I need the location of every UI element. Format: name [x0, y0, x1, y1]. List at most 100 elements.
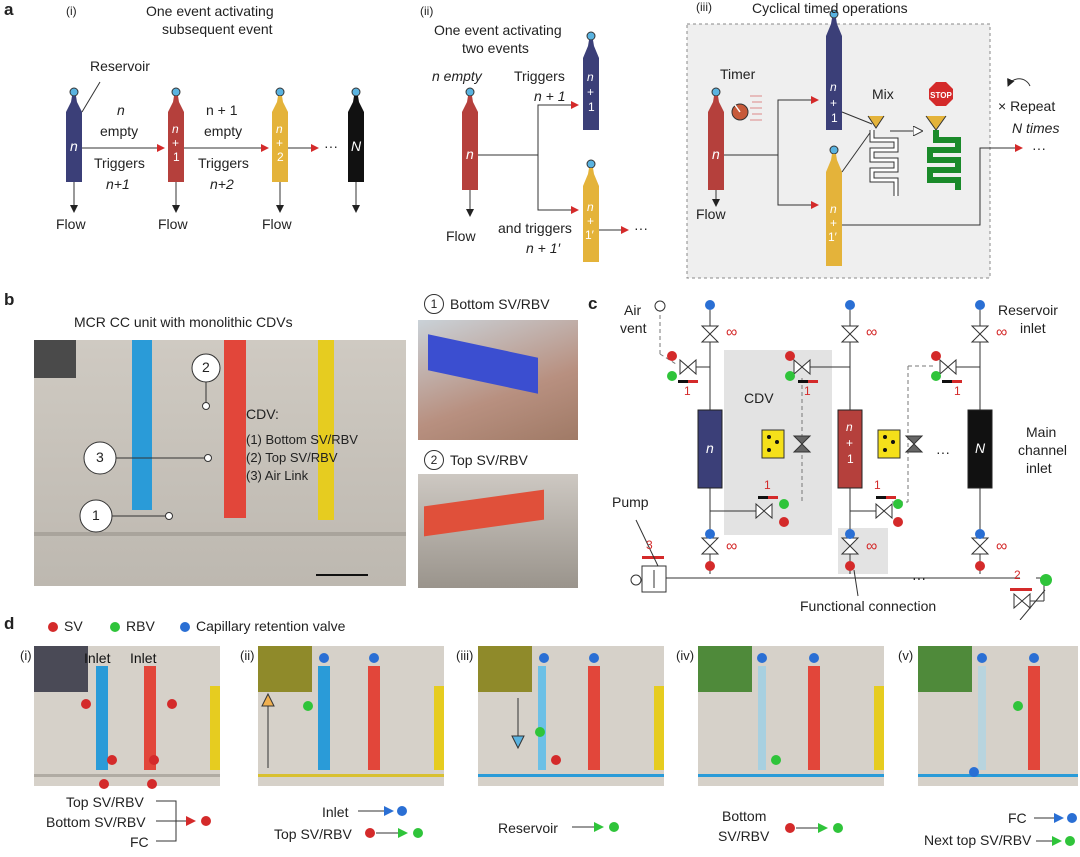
a-iii-mix: Mix: [872, 86, 894, 102]
d-cap-i-2: FC: [130, 834, 149, 850]
a-ii-trig: Triggers: [514, 68, 565, 84]
a-ii-n1-plus: +: [587, 85, 595, 99]
a-i-title1: One event activating: [146, 3, 274, 19]
c-N: N: [975, 440, 986, 456]
d-frame-iv: [698, 646, 884, 786]
a-i-n: n: [70, 138, 78, 154]
c-inf-3: ∞: [996, 324, 1008, 341]
crv-legend-dot: [180, 622, 190, 632]
b-inset2-num: 2: [424, 450, 444, 470]
a-iii-n1-plus: +: [830, 96, 838, 110]
c-dots-2: ···: [912, 570, 926, 586]
b-cdv: CDV:: [246, 406, 279, 422]
c-functional: Functional connection: [800, 598, 937, 614]
a-reservoir: Reservoir: [90, 58, 150, 74]
panel-d-label: d: [4, 614, 15, 633]
c-cdv: CDV: [744, 390, 774, 406]
b-red-reservoir: [224, 340, 246, 518]
mix-line-2: [841, 129, 873, 173]
sv-legend-dot: [48, 622, 58, 632]
d-cap-i-1: Bottom SV/RBV: [46, 814, 146, 830]
a-ii-n1p-plus: +: [587, 214, 595, 228]
b-blue-reservoir: [132, 340, 152, 510]
rbv-legend-dot: [110, 622, 120, 632]
c-circuit: [630, 300, 1052, 620]
a-i-title2: subsequent event: [162, 21, 273, 37]
mixer-green-icon: [925, 115, 961, 190]
c-r3: 3: [646, 538, 653, 552]
reservoir-ii-n: [462, 87, 478, 217]
a-trig1-b: n+1: [106, 176, 130, 192]
c-reservoir-a: Reservoir: [998, 302, 1058, 318]
b-callout-2: 2: [202, 359, 210, 375]
d-cap-iii-0: Reservoir: [498, 820, 558, 836]
c-main-a: Main: [1026, 424, 1057, 440]
d-cap-iv-0: Bottom: [722, 808, 767, 824]
mixer-white-icon: [867, 115, 899, 196]
c-inf-5: ∞: [866, 538, 878, 555]
reservoir-pointer: [81, 81, 101, 113]
c-r1-d: 1: [764, 478, 771, 492]
a-iii-n1-one: 1: [831, 111, 838, 125]
fc-pointer: [853, 569, 859, 597]
panel-b-label: b: [4, 290, 15, 309]
a-ii-num: (ii): [420, 4, 434, 18]
c-n1-one: 1: [847, 452, 854, 466]
svg-text:STOP: STOP: [930, 91, 952, 100]
d-num-iv: (iv): [676, 648, 695, 663]
c-main-b: channel: [1018, 442, 1068, 458]
reservoir-N: [348, 87, 364, 213]
a-i-n2-two: 2: [277, 150, 284, 164]
a-iii-repeat: × Repeat: [998, 98, 1056, 114]
b-callouts: [79, 353, 221, 533]
b-inset1-num: 1: [424, 294, 444, 314]
c-r1-e: 1: [874, 478, 881, 492]
d-cap-ii-1: Top SV/RBV: [274, 826, 352, 842]
d-cap-v-0: FC: [1008, 810, 1027, 826]
a-ii-andtrig-n: n + 1′: [526, 240, 561, 256]
d-frame-iii: [478, 646, 664, 786]
a-ii-flow: Flow: [446, 228, 476, 244]
a-i-n1-n: n: [172, 122, 179, 136]
c-dots-1: ···: [936, 444, 950, 460]
d-inlet-2: Inlet: [130, 650, 157, 666]
b-main-channel: [34, 532, 406, 536]
a-i-n2-n: n: [276, 122, 283, 136]
c-inf-4: ∞: [726, 538, 738, 555]
b-inset1-blue: [428, 334, 538, 394]
c-r1-a: 1: [684, 384, 691, 398]
a-iii-flow: Flow: [696, 206, 726, 222]
b-inset1-label: Bottom SV/RBV: [450, 296, 550, 312]
a-iii-dots: ···: [1032, 140, 1046, 156]
b-scale-bar: [316, 574, 368, 576]
branch-iii-bottom: [777, 155, 819, 209]
legend-crv: Capillary retention valve: [196, 618, 346, 634]
a-ii-n1-one: 1: [588, 100, 595, 114]
a-trig1-a: Triggers: [94, 155, 145, 171]
panel-a-diagram: STOP: [66, 9, 1031, 279]
a-ii-n1p-one: 1′: [585, 228, 594, 242]
a-trig2-b: n+2: [210, 176, 234, 192]
a-empty2-a: n + 1: [206, 102, 238, 118]
timer-icon: [731, 95, 762, 121]
legend-rbv: RBV: [126, 618, 155, 634]
d-frame-i: [34, 646, 220, 786]
a-i-n1-one: 1: [173, 150, 180, 164]
main-inlet-pointer: [1019, 589, 1046, 620]
a-ii-n: n: [466, 146, 474, 162]
b-inset1-photo: [418, 320, 578, 440]
d-num-i: (i): [20, 648, 32, 663]
b-callout-3: 3: [96, 449, 104, 465]
c-reservoir-b: inlet: [1020, 320, 1046, 336]
b-inset2-red: [424, 489, 544, 537]
b-yellow-reservoir: [318, 340, 334, 520]
loop-arrow: [842, 144, 1023, 226]
d-inlet-1: Inlet: [84, 650, 111, 666]
b-photo-main: [34, 340, 406, 586]
a-iii-n1-n: n: [830, 80, 837, 94]
reservoir-ii-n1prime: [583, 159, 599, 262]
a-iii-n1p-one: 1′: [828, 230, 837, 244]
a-empty1-a: n: [117, 102, 125, 118]
a-ii-nempty: n empty: [432, 68, 482, 84]
d-markers: [81, 653, 1077, 846]
